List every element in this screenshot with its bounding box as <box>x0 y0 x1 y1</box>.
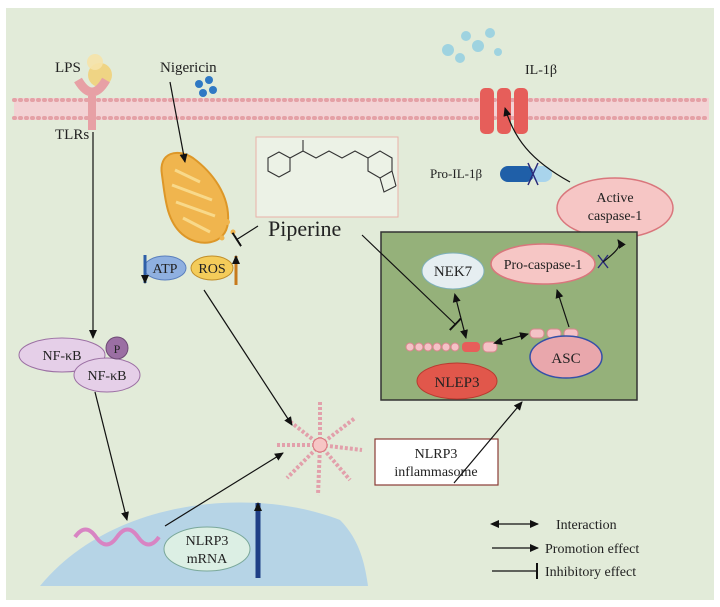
nek7-label: NEK7 <box>434 264 473 280</box>
nlep3-node <box>416 362 498 400</box>
tlr-receptor <box>74 54 112 130</box>
legend: Interaction Promotion effect Inhibitory … <box>490 518 639 580</box>
legend-inhibitory-label: Inhibitory effect <box>545 565 636 580</box>
nlrp3-mrna-label-1: NLRP3 <box>186 534 229 549</box>
lps-label: LPS <box>55 60 81 76</box>
asc-label: ASC <box>551 351 580 367</box>
inflammasome-label-1: NLRP3 <box>415 447 458 462</box>
piperine-label: Piperine <box>268 216 341 241</box>
piperine-structure <box>267 140 397 193</box>
pathway-arrows <box>89 81 626 527</box>
atp-label: ATP <box>153 262 178 277</box>
active-caspase-label-2: caspase-1 <box>588 209 642 224</box>
nlrp3-inflammasome-box <box>374 438 499 486</box>
pro-il1b-label: Pro-IL-1β <box>430 166 482 181</box>
pro-caspase-label: Pro-caspase-1 <box>504 258 583 273</box>
nigericin-label: Nigericin <box>160 60 217 76</box>
ros-label: ROS <box>198 262 225 277</box>
nfkb-label-2: NF-κB <box>88 369 127 384</box>
ros-node <box>190 255 234 281</box>
pro-caspase-1-node <box>490 243 596 285</box>
membrane-channel <box>480 88 528 134</box>
il1b-label: IL-1β <box>525 63 557 78</box>
cell-membrane <box>12 98 711 120</box>
active-caspase-1 <box>556 177 674 239</box>
piperine-structure-box <box>255 136 399 218</box>
pro-il1b-molecule <box>500 162 552 186</box>
inflammasome-label-2: inflammasome <box>394 465 477 480</box>
nlep3-label: NLEP3 <box>435 375 480 391</box>
nfkb-node-2 <box>73 357 141 393</box>
tlrs-label: TLRs <box>55 127 89 143</box>
nlrp3-mrna-node <box>163 526 251 572</box>
nigericin-molecules <box>195 76 217 97</box>
phosphate-label: P <box>114 342 121 356</box>
nlrp3-mrna-label-2: mRNA <box>187 552 228 567</box>
phosphate-node <box>105 336 129 360</box>
nek7-node <box>421 252 485 290</box>
mrna-strand <box>73 527 161 547</box>
il1b-molecules <box>442 28 502 63</box>
asc-node <box>529 335 603 379</box>
nfkb-label-1: NF-κB <box>43 349 82 364</box>
active-caspase-label-1: Active <box>596 191 633 206</box>
inflammasome-star-icon <box>275 400 363 496</box>
legend-interaction-label: Interaction <box>556 518 617 533</box>
nlrp3-bead-chain <box>405 341 498 353</box>
legend-promotion-label: Promotion effect <box>545 542 639 557</box>
mitochondrion <box>160 151 236 244</box>
